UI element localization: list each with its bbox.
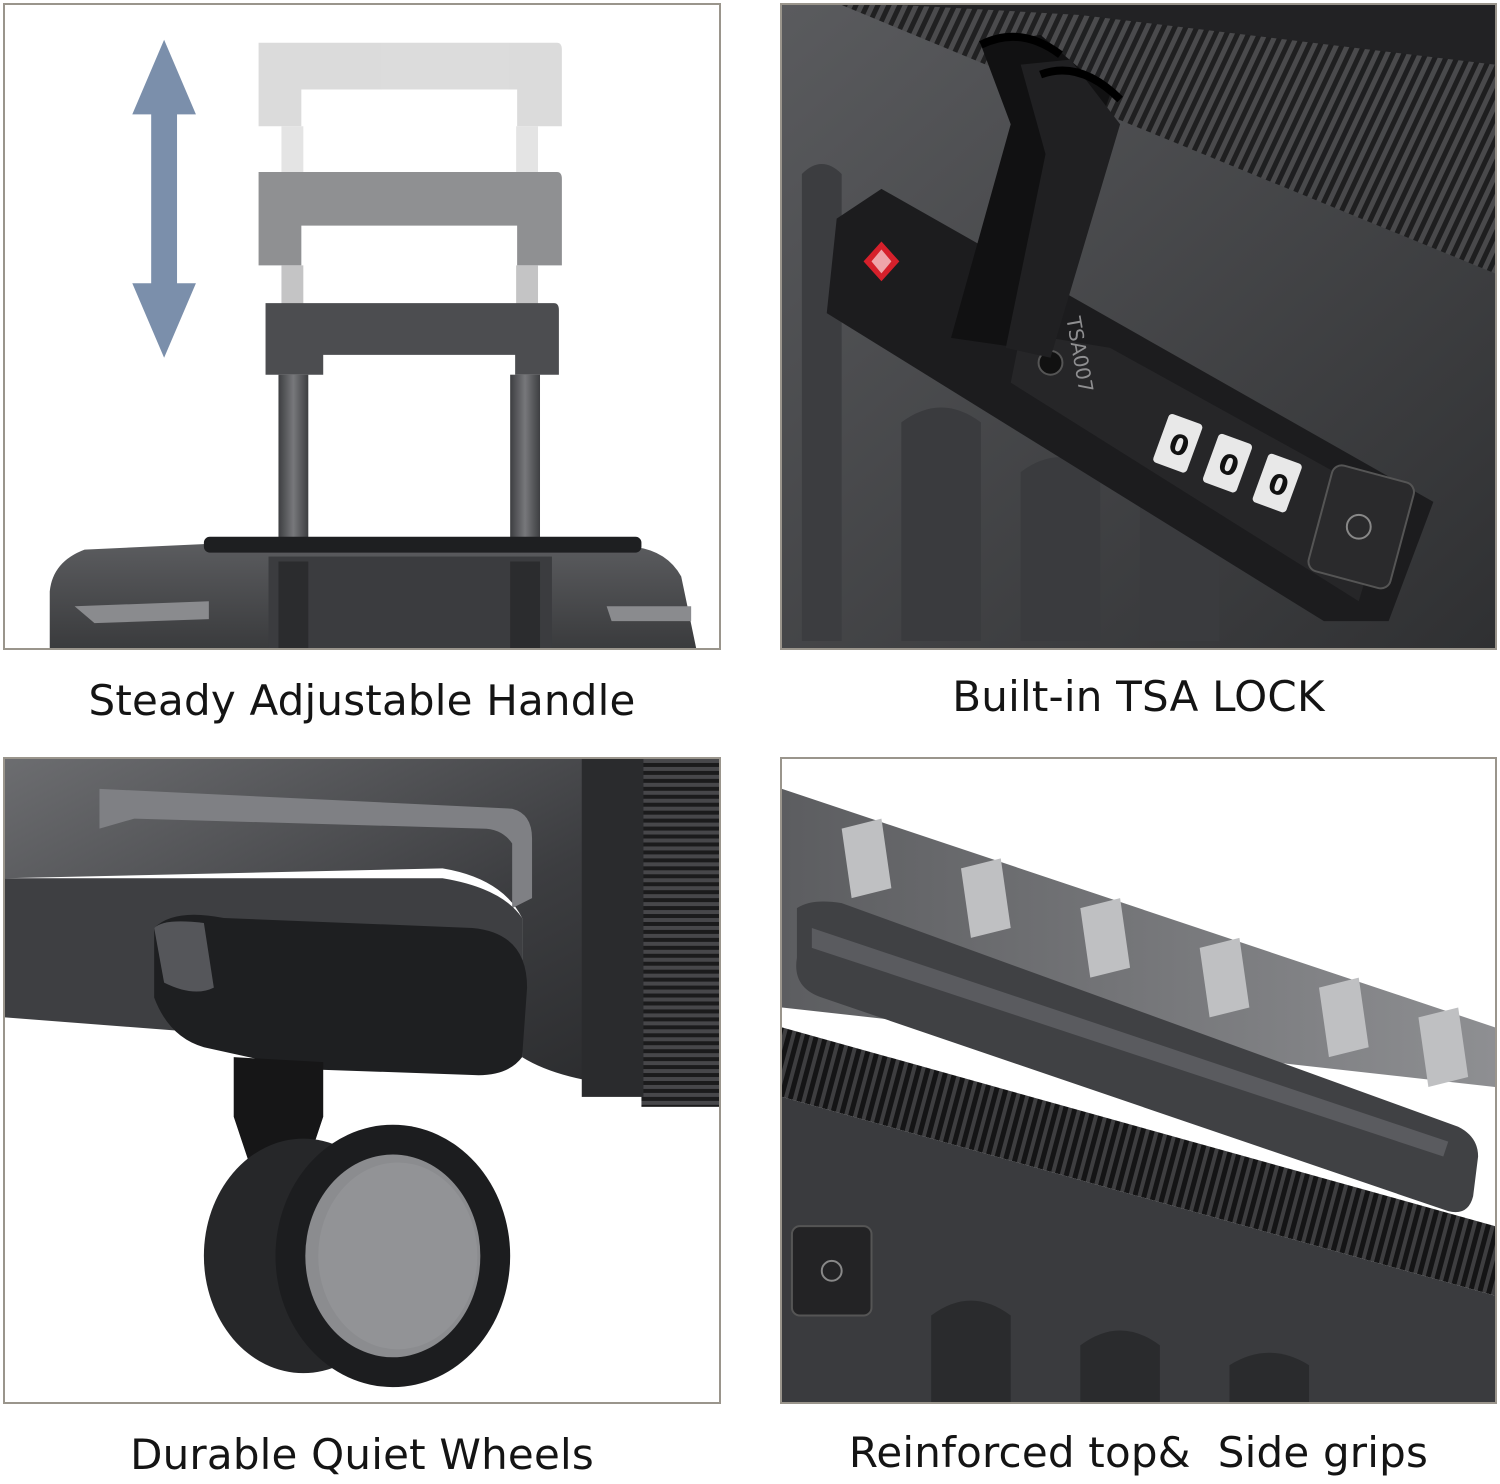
lock-button-icon	[1345, 513, 1372, 540]
spinner-wheel-icon	[203, 1124, 511, 1388]
zipper-pulls	[951, 32, 1123, 358]
wheels-photo	[5, 759, 719, 1402]
handle-ghost-top	[258, 42, 562, 176]
lock-release-button[interactable]	[1306, 463, 1416, 590]
handle-ghost-middle	[258, 171, 562, 306]
combination-dials: 0 0 0	[1153, 413, 1302, 513]
side-lock-button[interactable]	[790, 1225, 873, 1317]
handle-photo	[5, 5, 719, 648]
grips-photo	[782, 759, 1495, 1402]
wheel-housing	[154, 914, 528, 1076]
panel-handle	[3, 3, 721, 650]
caption-handle: Steady Adjustable Handle	[88, 676, 636, 725]
tsa-lock-photo: TSA007 0 0 0	[782, 5, 1495, 648]
caption-grips: Reinforced top& Side grips	[848, 1428, 1429, 1477]
caption-tsa-lock: Built-in TSA LOCK	[952, 672, 1325, 721]
caption-wheels: Durable Quiet Wheels	[130, 1430, 594, 1479]
top-grip-handle[interactable]	[796, 901, 1479, 1213]
panel-grips	[780, 757, 1497, 1404]
panel-wheels	[3, 757, 721, 1404]
adjust-arrow-icon	[132, 39, 196, 358]
side-lock-icon	[820, 1259, 843, 1282]
panel-tsa-lock: TSA007 0 0 0	[780, 3, 1497, 650]
suitcase-body	[49, 536, 697, 648]
